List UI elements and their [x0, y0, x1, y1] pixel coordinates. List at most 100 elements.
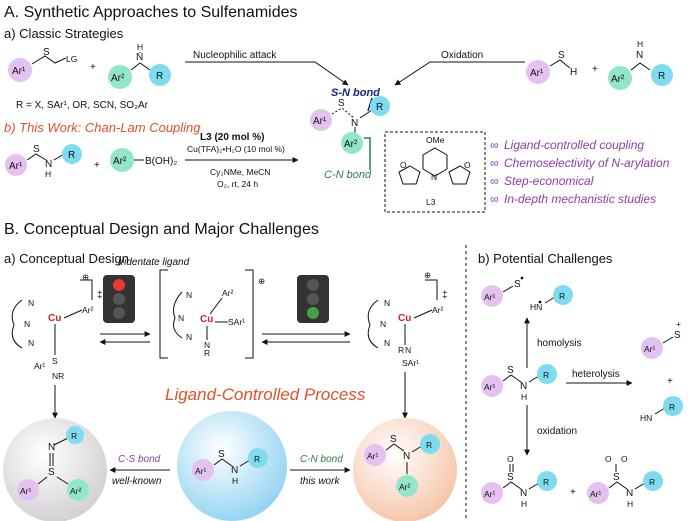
svg-text:Ar²: Ar² — [432, 305, 444, 315]
thiyl-radical: Ar¹ S — [481, 276, 524, 307]
svg-text:R: R — [204, 348, 210, 358]
aminyl-radical: HN R — [530, 285, 573, 312]
svg-text:Ar²: Ar² — [222, 288, 234, 298]
feature-3: Step-economical — [504, 174, 594, 188]
this-work-heading: b) This Work: Chan-Lam Coupling — [4, 120, 201, 135]
cu-complex-middle: N N N Cu Ar² SAr¹ N R ⊕ — [159, 269, 265, 359]
svg-text:Ar¹: Ar¹ — [34, 361, 46, 371]
svg-text:H: H — [627, 499, 633, 509]
svg-text:R: R — [669, 402, 675, 412]
svg-text:N: N — [231, 465, 238, 476]
svg-text:∞: ∞ — [490, 138, 499, 152]
svg-text:S: S — [390, 434, 397, 445]
arylboronic-acid: Ar² B(OH)₂ — [110, 148, 177, 172]
classic-strategies-subtitle: a) Classic Strategies — [4, 26, 124, 41]
svg-text:N: N — [186, 290, 192, 300]
svg-text:S: S — [43, 47, 50, 58]
svg-text:O: O — [400, 160, 407, 170]
well-known-label: well-known — [112, 476, 162, 487]
svg-text:N: N — [384, 298, 390, 308]
oxidation-challenge-label: oxidation — [537, 426, 577, 437]
sulfonamide-product: Ar¹ S O O N H R — [587, 454, 663, 509]
svg-text:Cu: Cu — [398, 313, 411, 324]
svg-text:Ar¹: Ar¹ — [644, 344, 656, 354]
svg-text:S: S — [674, 330, 681, 341]
svg-text:O: O — [605, 454, 612, 464]
svg-text:R: R — [376, 102, 383, 113]
svg-text:Ar²: Ar² — [70, 486, 82, 496]
potential-challenges-subtitle: b) Potential Challenges — [478, 251, 613, 266]
conceptual-design-subtitle: a) Conceptual Design — [4, 251, 129, 266]
svg-text:Ar²: Ar² — [399, 482, 411, 492]
cu-complex-left: N N N Cu Ar² Ar¹ S NR ⊕ ‡ — [11, 272, 103, 381]
svg-text:N: N — [45, 159, 52, 170]
feature-1: Ligand-controlled coupling — [504, 138, 644, 152]
this-work-label: this work — [300, 476, 340, 487]
nucleophilic-arrow — [185, 61, 349, 86]
svg-text:N: N — [178, 313, 184, 323]
svg-text:B(OH)₂: B(OH)₂ — [145, 156, 177, 167]
ligand-controlled-process: Ligand-Controlled Process — [165, 385, 366, 404]
svg-text:HN: HN — [530, 302, 542, 312]
svg-text:H: H — [570, 67, 577, 78]
svg-text:Ar²: Ar² — [82, 305, 94, 315]
svg-text:H: H — [521, 499, 527, 509]
plus-sign-ox: + — [570, 487, 576, 498]
cu-complex-right: N N N Cu Ar² R N SAr¹ ⊕ ‡ — [367, 270, 448, 368]
svg-text:N: N — [351, 118, 358, 129]
svg-text:S: S — [507, 472, 514, 483]
svg-text:∞: ∞ — [490, 192, 499, 206]
challenge-sulfenamide: Ar¹ S N H R — [481, 364, 557, 402]
svg-text:Ar¹: Ar¹ — [9, 161, 23, 172]
feature-2: Chemoselectivity of N-arylation — [504, 156, 670, 170]
svg-text:S: S — [48, 467, 55, 478]
sulfilimine-product: N R S Ar¹ Ar² — [17, 426, 89, 501]
svg-text:+: + — [676, 319, 681, 329]
svg-text:‡: ‡ — [442, 290, 448, 301]
svg-text:R: R — [559, 291, 565, 301]
condition-catalyst: Cu(TFA)₂•H₂O (10 mol %) — [187, 144, 285, 154]
sulfenium-cation: Ar¹ S + — [641, 319, 681, 359]
svg-text:Ar¹: Ar¹ — [12, 66, 26, 77]
reagent-ar2-nh-r-right: Ar² N H R — [608, 39, 673, 90]
ligand-name: L3 — [426, 197, 436, 207]
oxidation-label: Oxidation — [441, 50, 483, 61]
svg-text:NR: NR — [52, 371, 64, 381]
nucleophilic-label: Nucleophilic attack — [193, 50, 277, 61]
svg-text:Cu: Cu — [48, 313, 61, 324]
central-sulfenamide: S-N bond Ar¹ S N R Ar² — [310, 87, 390, 170]
reagent-ar2-nh-r: Ar² N H R — [108, 42, 171, 89]
svg-text:R: R — [658, 71, 665, 82]
svg-text:R: R — [156, 71, 163, 82]
svg-text:S: S — [338, 98, 345, 109]
svg-text:S: S — [558, 50, 565, 61]
svg-text:H: H — [137, 42, 143, 52]
svg-text:HN: HN — [640, 413, 652, 423]
condition-ligand: L3 (20 mol %) — [200, 132, 264, 143]
svg-text:R: R — [543, 370, 549, 380]
svg-text:H: H — [521, 392, 527, 402]
svg-text:S: S — [507, 365, 514, 376]
svg-text:N: N — [431, 172, 437, 182]
svg-text:S: S — [52, 356, 58, 366]
sphere-n-aryl-sulfenamide — [353, 418, 457, 521]
svg-text:SAr¹: SAr¹ — [228, 317, 245, 327]
tridentate-ligand-label: tridentate ligand — [118, 257, 190, 268]
svg-text:R: R — [254, 454, 260, 464]
svg-text:N: N — [520, 488, 527, 499]
heterolysis-label: heterolysis — [572, 369, 620, 380]
svg-text:N: N — [28, 298, 34, 308]
svg-text:R: R — [398, 345, 404, 355]
svg-text:N: N — [403, 451, 410, 462]
svg-text:N: N — [626, 488, 633, 499]
svg-text:Ar²: Ar² — [113, 156, 127, 167]
svg-text:N: N — [48, 442, 55, 453]
n-aryl-sulfenamide: Ar¹ S N R Ar² — [364, 434, 440, 497]
svg-text:S: S — [613, 472, 620, 483]
svg-text:H: H — [45, 169, 51, 179]
svg-text:⊕: ⊕ — [424, 270, 431, 280]
svg-text:Ar²: Ar² — [611, 74, 625, 85]
svg-text:OMe: OMe — [426, 135, 445, 145]
sulfinamide-product: Ar¹ S O N H R — [481, 454, 557, 509]
ligand-l3-structure: OMe N O O L3 — [398, 135, 471, 207]
